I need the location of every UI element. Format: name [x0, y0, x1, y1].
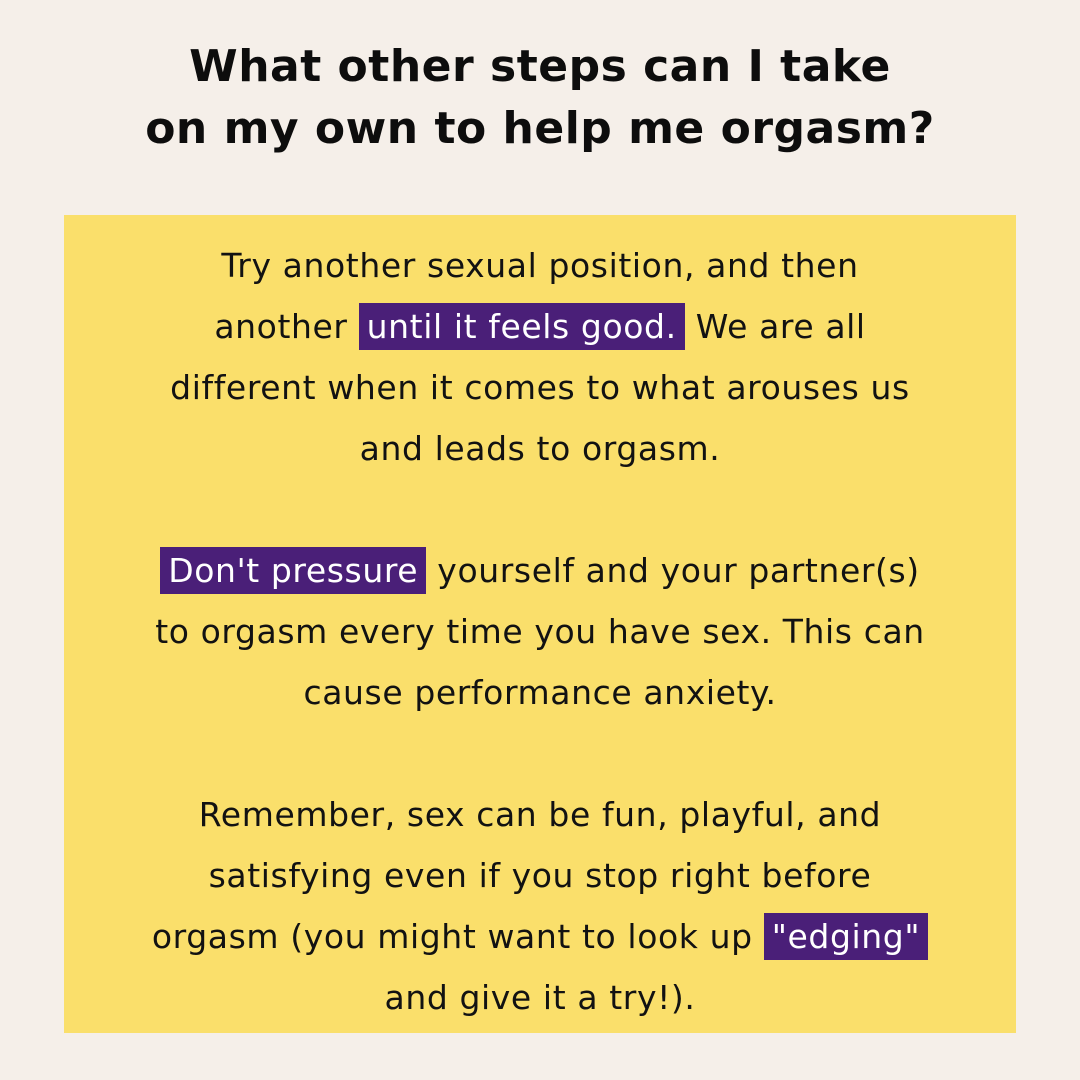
text-segment: and give it a try!).	[384, 978, 696, 1017]
text-segment: orgasm (you might want to look up	[151, 917, 764, 956]
paragraph-pressure: Don't pressure yourself and your partner…	[104, 540, 976, 723]
title-line-2: on my own to help me orgasm?	[145, 103, 935, 154]
content-card: Try another sexual position, and then an…	[64, 215, 1016, 1033]
title-line-1: What other steps can I take	[189, 41, 891, 92]
text-segment: to orgasm every time you have sex. This …	[155, 612, 925, 651]
page-title: What other steps can I take on my own to…	[0, 36, 1080, 160]
paragraph-remember: Remember, sex can be fun, playful, and s…	[104, 784, 976, 1028]
text-segment: satisfying even if you stop right before	[208, 856, 872, 895]
text-segment: We are all	[684, 307, 866, 346]
highlight-dont-pressure: Don't pressure	[160, 547, 427, 594]
text-segment: cause performance anxiety.	[303, 673, 777, 712]
text-segment: yourself and your partner(s)	[426, 551, 920, 590]
highlight-until-it-feels-good: until it feels good.	[358, 303, 685, 350]
text-segment: and leads to orgasm.	[359, 429, 721, 468]
text-segment: different when it comes to what arouses …	[170, 368, 910, 407]
text-segment: Try another sexual position, and then	[221, 246, 859, 285]
paragraph-positions: Try another sexual position, and then an…	[104, 235, 976, 479]
text-segment: Remember, sex can be fun, playful, and	[198, 795, 882, 834]
text-segment: another	[214, 307, 359, 346]
highlight-edging: "edging"	[763, 913, 929, 960]
